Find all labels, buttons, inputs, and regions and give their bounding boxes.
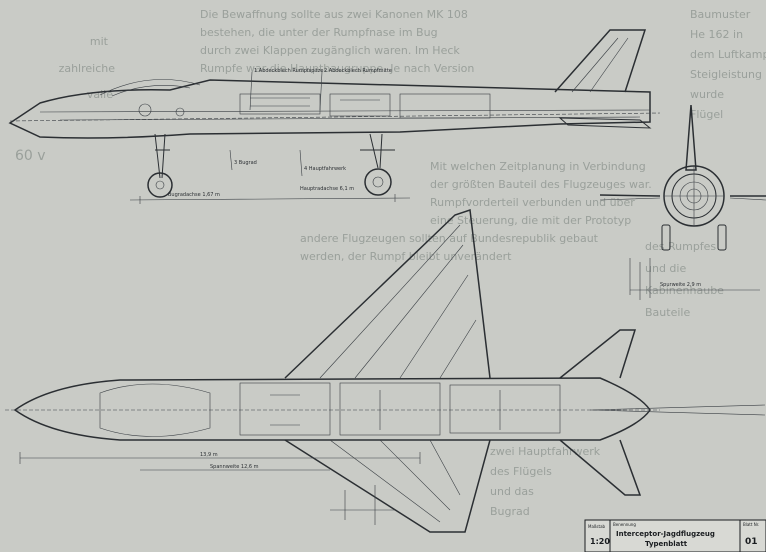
left-ghost-number: 60 v <box>15 148 46 164</box>
paragraph-line: eine Steuerung, die mit der Prototyp <box>430 214 631 227</box>
right-text-line: dem Luftkampf <box>690 48 766 61</box>
sheet-number: 01 <box>745 537 758 547</box>
callout-4: 4 Hauptfahrwerk <box>304 166 346 172</box>
type-line-1: Interceptor-Jagdflugzeug <box>616 530 715 538</box>
dim-front-axle: Bugradachse 1,67 m <box>168 192 220 198</box>
right-lower-line: Kabinenhaube <box>645 284 724 297</box>
callout-2: 2 Abdeckblech Rumpfmitte <box>324 68 392 74</box>
side-view-landing-gear <box>129 133 411 204</box>
top-view-fuselage <box>5 377 660 441</box>
bottom-right-line: des Flügels <box>490 465 552 478</box>
right-text-line: wurde <box>690 88 724 101</box>
title-block: Maßstab 1:20 Benennung Interceptor-Jagdf… <box>584 519 766 552</box>
dim-track-width: Spurweite 2,9 m <box>660 282 701 288</box>
bottom-right-line: zwei Hauptfahrwerk <box>490 445 601 458</box>
top-view: 13,9 m Spannweite 12,6 m <box>5 208 766 533</box>
type-label: Benennung <box>613 522 636 527</box>
side-view-tail <box>554 29 652 129</box>
paragraph-line: Die Bewaffnung sollte aus zwei Kanonen M… <box>200 8 468 21</box>
main-wheel <box>364 168 392 196</box>
sheet-label: Blatt Nr. <box>743 522 759 527</box>
callout-3: 3 Bugrad <box>234 160 257 166</box>
paragraph-line: werden, der Rumpf bleibt unverändert <box>300 250 512 263</box>
paragraph-line: durch zwei Klappen zugänglich waren. Im … <box>200 44 460 57</box>
top-view-wings <box>284 208 491 533</box>
left-text-line: vaile <box>87 88 113 101</box>
side-view-fuselage <box>8 79 661 139</box>
paragraph-line: bestehen, die unter der Rumpfnase im Bug <box>200 26 438 39</box>
side-view: 1 Abdeckblech Rumpfspitze 2 Abdeckblech … <box>8 29 661 204</box>
dim-main-axle: Hauptradachse 6,1 m <box>300 186 354 192</box>
right-text-line: Steigleistung <box>690 68 762 81</box>
right-text-line: Baumuster <box>690 8 751 21</box>
nose-wheel <box>147 172 173 198</box>
right-text-line: Flügel <box>690 108 723 121</box>
paragraph-line: andere Flugzeugen sollten auf Bundesrepu… <box>300 232 599 245</box>
top-view-dimensions: 13,9 m Spannweite 12,6 m <box>19 452 421 525</box>
front-view: Spurweite 2,9 m <box>599 104 766 300</box>
left-text-line: mit <box>90 35 109 48</box>
paragraph-line: Mit welchen Zeitplanung in Verbindung <box>430 160 646 173</box>
paragraph-line: der größten Bauteil des Flugzeuges war. <box>430 178 652 191</box>
callout-1: 1 Abdeckblech Rumpfspitze <box>254 68 323 74</box>
bottom-right-line: Bugrad <box>490 505 530 518</box>
paragraph-line: Rumpfe war die Hauptbaugruppe. Je nach V… <box>200 62 474 75</box>
scale-value: 1:20 <box>590 537 610 546</box>
type-line-2: Typenblatt <box>645 540 688 548</box>
top-view-tail <box>559 329 766 496</box>
left-text-line: zahlreiche <box>59 62 116 75</box>
right-lower-line: Bauteile <box>645 306 690 319</box>
side-view-callouts: 1 Abdeckblech Rumpfspitze 2 Abdeckblech … <box>168 68 392 198</box>
paragraph-line: Rumpfvorderteil verbunden und über <box>430 196 635 209</box>
dim-span: Spannweite 12,6 m <box>210 464 259 470</box>
right-lower-line: und die <box>645 262 686 275</box>
lower-wing <box>284 439 491 533</box>
upper-wing <box>284 208 491 379</box>
dim-length: 13,9 m <box>200 452 218 458</box>
right-text-line: He 162 in <box>690 28 743 41</box>
bottom-right-line: und das <box>490 485 534 498</box>
right-lower-line: des Rumpfes <box>645 240 716 253</box>
background-text: mit zahlreiche vaile 60 v Die Bewaffnung… <box>15 8 766 518</box>
scale-label: Maßstab <box>588 524 606 529</box>
